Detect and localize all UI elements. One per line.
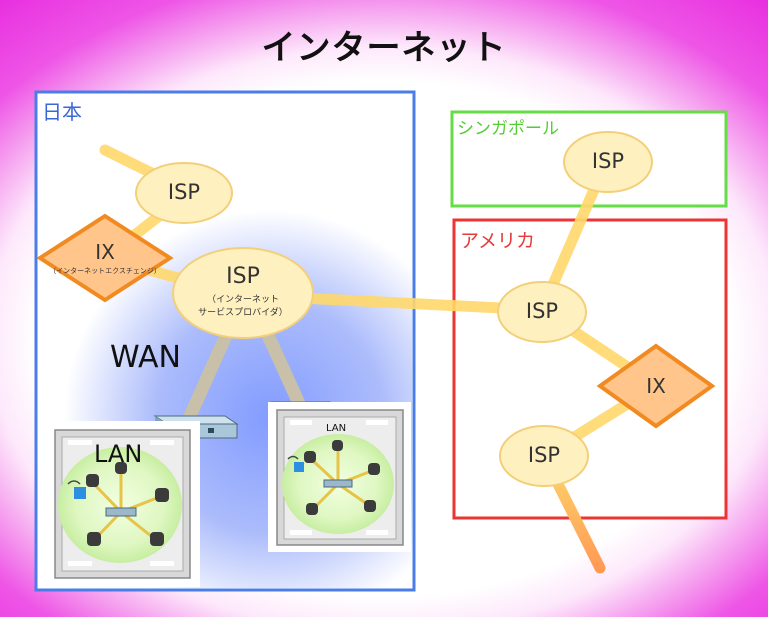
isp-label-america-top: ISP [525,299,559,323]
isp-sublabel-japan-main-2: サービスプロバイダ） [198,308,288,318]
ix-sublabel-japan: （インターネットエクスチェンジ） [49,267,161,275]
ix-label-japan: IX [95,240,115,264]
isp-node-singapore [563,131,653,193]
link-isp-main-to-switch-left [179,315,239,432]
link-isp-main-to-switch-right [255,315,309,417]
isp-label-japan-main: ISP [226,264,260,289]
isp-node-america-top [497,281,587,343]
wan-label: WAN [110,340,181,375]
ix-node-japan [36,213,174,303]
lan-building-right [268,402,411,552]
isp-sublabel-japan-main-1: （インターネット [206,295,279,305]
region-america-box [452,218,728,520]
isp-label-japan-top: ISP [167,180,201,204]
region-label-japan: 日本 [42,100,82,124]
lan-label-right: LAN [326,423,347,434]
region-label-america: アメリカ [460,230,536,252]
diagram-title: インターネット [261,28,507,68]
ix-node-america [596,343,716,429]
isp-node-japan-top [135,162,233,224]
lan-building-left [45,421,200,587]
ix-label-america: IX [646,374,666,398]
isp-node-japan-main [172,247,314,339]
lan-label-left: LAN [94,440,143,468]
isp-label-america-bottom: ISP [527,443,561,467]
isp-label-singapore: ISP [591,149,625,173]
isp-node-america-bottom [499,425,589,487]
region-label-singapore: シンガポール [457,119,559,139]
